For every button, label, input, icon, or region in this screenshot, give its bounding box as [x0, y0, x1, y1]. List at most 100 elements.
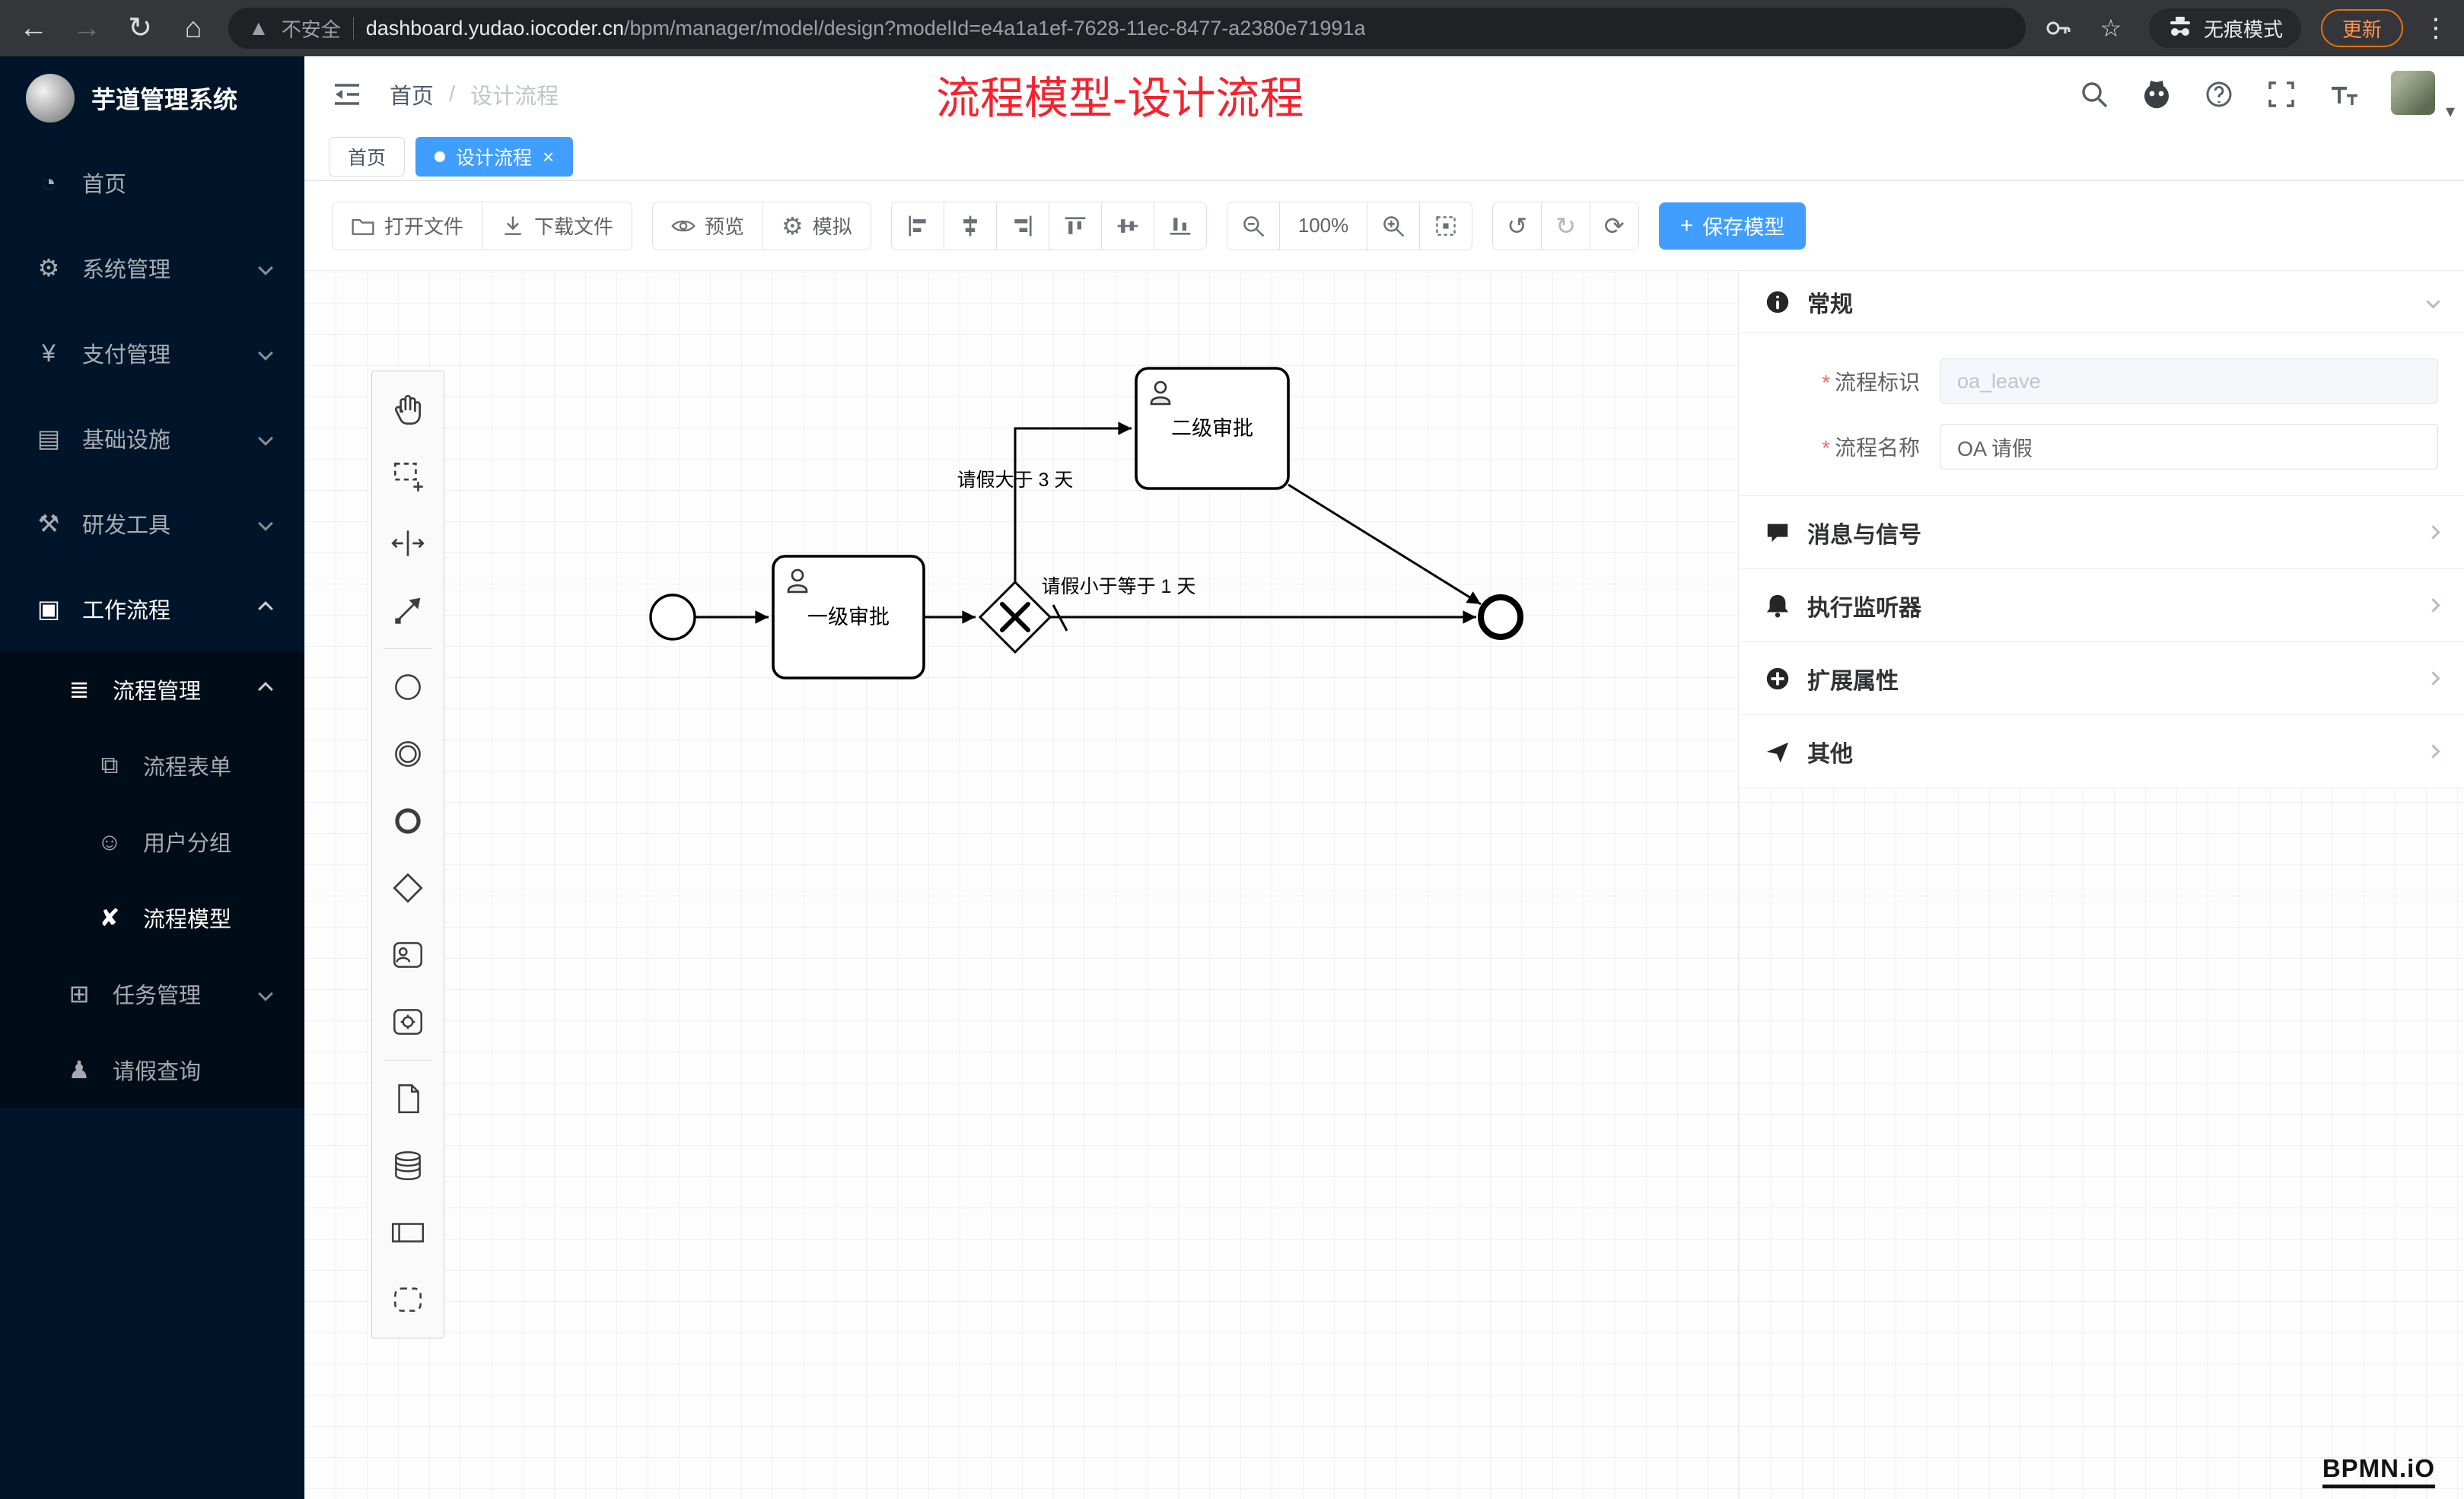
breadcrumb-home[interactable]: 首页	[390, 84, 435, 109]
open-file-button[interactable]: 打开文件	[333, 202, 482, 250]
section-messages[interactable]: 消息与信号	[1739, 496, 2464, 569]
update-button[interactable]: 更新	[2320, 9, 2403, 47]
restart-button[interactable]: ⟳	[1589, 202, 1638, 250]
align-right-button[interactable]	[995, 202, 1049, 250]
sidebar-logo[interactable]: 芋道管理系统	[0, 56, 304, 140]
zoom-out-icon	[1243, 215, 1264, 237]
tab-design-process[interactable]: 设计流程 ×	[415, 136, 574, 177]
back-icon[interactable]: ←	[19, 12, 48, 44]
security-label[interactable]: 不安全	[281, 18, 341, 41]
create-end-event[interactable]	[373, 788, 443, 855]
create-start-event[interactable]	[373, 654, 443, 721]
url-domain: dashboard.yudao.iocoder.cn	[365, 16, 624, 40]
bpmn-task-level1[interactable]: 一级审批	[772, 555, 925, 679]
star-icon[interactable]: ☆	[2099, 14, 2122, 42]
hand-tool[interactable]	[373, 376, 443, 443]
sidebar-item-infra[interactable]: ▤ 基础设施	[0, 396, 304, 481]
sidebar-item-process-model[interactable]: ✘︎ 流程模型	[0, 880, 304, 956]
bpmn-task-level2[interactable]: 二级审批	[1135, 367, 1290, 490]
tab-home[interactable]: 首页	[329, 136, 406, 177]
preview-button[interactable]: 预览	[653, 202, 763, 250]
url-bar[interactable]: ▲ 不安全 dashboard.yudao.iocoder.cn/bpm/man…	[228, 8, 2026, 49]
font-size-icon[interactable]	[2329, 79, 2359, 110]
chevron-down-icon	[258, 986, 273, 1001]
dashboard-icon: ◔	[41, 168, 56, 196]
general-form: *流程标识 *流程名称	[1739, 333, 2464, 496]
collapse-sidebar-icon[interactable]	[330, 78, 364, 111]
sidebar-item-payment[interactable]: ¥ 支付管理	[0, 310, 304, 396]
create-data-store[interactable]	[373, 1132, 443, 1199]
align-center-button[interactable]	[943, 202, 996, 250]
bpmn-canvas[interactable]: 请假大于 3 天 请假小于等于 1 天 一级审批 二级审批	[304, 272, 2464, 1499]
home-icon[interactable]: ⌂	[184, 12, 202, 44]
help-icon[interactable]	[2204, 79, 2234, 110]
section-extended-props[interactable]: 扩展属性	[1739, 642, 2464, 715]
sidebar-item-leave-query[interactable]: ♟ 请假查询	[0, 1032, 304, 1108]
dropdown-caret-icon[interactable]: ▾	[2445, 101, 2455, 122]
sidebar-item-process-mgmt[interactable]: ≣ 流程管理	[0, 651, 304, 727]
condition-label-le[interactable]: 请假小于等于 1 天	[1042, 576, 1196, 597]
url-separator	[352, 17, 354, 40]
bpmn-end-event[interactable]	[1478, 594, 1523, 640]
align-top-button[interactable]	[1048, 202, 1101, 250]
sidebar-item-system[interactable]: ⚙ 系统管理	[0, 225, 304, 310]
breadcrumb-current: 设计流程	[470, 84, 559, 109]
create-data-object[interactable]	[373, 1065, 443, 1132]
space-tool[interactable]	[373, 510, 443, 577]
user-menu[interactable]: ▾	[2391, 71, 2455, 122]
sidebar-item-user-group[interactable]: ☺ 用户分组	[0, 804, 304, 880]
close-icon[interactable]: ×	[543, 145, 555, 168]
bpmn-io-watermark[interactable]: BPMN.iO	[2322, 1454, 2435, 1488]
forward-icon[interactable]: →	[72, 12, 101, 44]
url-text[interactable]: dashboard.yudao.iocoder.cn/bpm/manager/m…	[366, 17, 1366, 40]
zoom-in-button[interactable]	[1367, 202, 1420, 250]
search-icon[interactable]	[2079, 79, 2109, 110]
sidebar-item-task-mgmt[interactable]: ⊞ 任务管理	[0, 956, 304, 1032]
lasso-tool[interactable]	[373, 443, 443, 510]
flow-gateway-to-task2[interactable]	[1014, 422, 1132, 582]
download-file-button[interactable]: 下载文件	[482, 202, 632, 250]
align-bottom-button[interactable]	[1153, 202, 1206, 250]
button-label: 预览	[705, 215, 745, 238]
flow-task2-to-end[interactable]	[1288, 483, 1482, 606]
plus-icon: +	[1679, 212, 1694, 238]
create-participant[interactable]	[373, 1199, 443, 1266]
process-name-input[interactable]	[1940, 424, 2438, 469]
align-left-button[interactable]	[891, 202, 944, 250]
fit-viewport-button[interactable]	[1419, 202, 1472, 250]
zoom-out-button[interactable]	[1227, 202, 1279, 250]
redo-button[interactable]: ↻	[1541, 202, 1590, 250]
create-gateway[interactable]	[373, 855, 443, 921]
condition-label-gt[interactable]: 请假大于 3 天	[957, 469, 1074, 491]
simulate-button[interactable]: ⚙ 模拟	[762, 202, 871, 250]
button-label: 模拟	[812, 215, 852, 238]
fullscreen-icon[interactable]	[2266, 79, 2297, 110]
save-model-button[interactable]: + 保存模型	[1658, 202, 1807, 250]
global-connect-tool[interactable]	[373, 577, 443, 644]
key-icon[interactable]	[2042, 13, 2073, 43]
bpmn-diagram[interactable]: 请假大于 3 天 请假小于等于 1 天 一级审批 二级审批	[304, 272, 2039, 1497]
bpmn-exclusive-gateway[interactable]	[978, 580, 1052, 654]
process-key-input[interactable]	[1940, 358, 2438, 404]
fit-viewport-icon	[1436, 215, 1456, 236]
create-user-task[interactable]	[373, 921, 443, 988]
bpmn-start-event[interactable]	[649, 594, 696, 641]
sidebar-item-home[interactable]: ◔ 首页	[0, 140, 304, 225]
section-other[interactable]: 其他	[1739, 715, 2464, 788]
kebab-menu-icon[interactable]: ⋮	[2423, 14, 2449, 43]
sidebar-item-devtools[interactable]: ⚒ 研发工具	[0, 481, 304, 566]
github-icon[interactable]	[2141, 79, 2172, 110]
sidebar-item-workflow[interactable]: ▣ 工作流程	[0, 566, 304, 651]
reload-icon[interactable]: ↻	[128, 12, 152, 44]
create-task[interactable]	[373, 988, 443, 1055]
align-middle-button[interactable]	[1100, 202, 1154, 250]
button-label: 打开文件	[384, 215, 464, 238]
section-listeners[interactable]: 执行监听器	[1739, 569, 2464, 642]
sidebar-item-process-form[interactable]: ⧉ 流程表单	[0, 727, 304, 804]
process-name-field: *流程名称	[1765, 424, 2438, 469]
undo-button[interactable]: ↺	[1493, 202, 1542, 250]
sidebar-item-label: 请假查询	[113, 1060, 202, 1084]
avatar[interactable]	[2391, 71, 2435, 115]
section-general[interactable]: 常规	[1739, 272, 2464, 333]
create-intermediate-event[interactable]	[373, 721, 443, 788]
